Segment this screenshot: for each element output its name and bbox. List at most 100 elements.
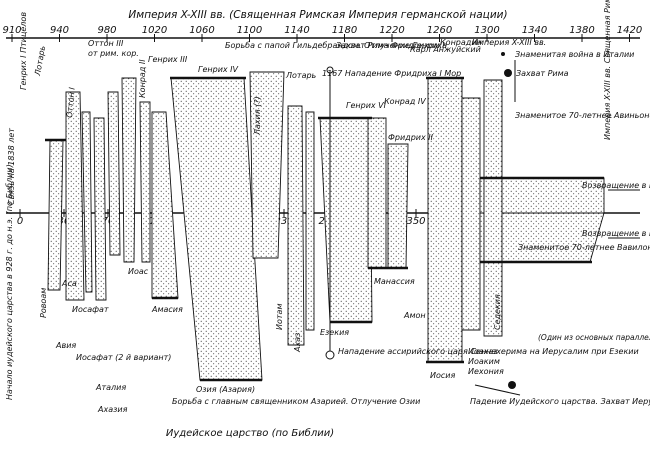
lbl-lotar: Лотарь (33, 45, 47, 78)
lbl-napadenie: 1167 Нападение Фридриха I Мор (322, 69, 461, 78)
lbl-karl: Карл Анжуйский (410, 45, 481, 54)
band-sedekiya (483, 79, 503, 337)
lbl-amasiya: Амасия (151, 305, 183, 314)
reign-bands (47, 71, 605, 381)
top-axis-tick-label: 1300 (474, 25, 499, 36)
top-axis-tick-label: 1380 (569, 25, 594, 36)
lbl-ioakim: Иоаким (468, 357, 500, 366)
top-axis-tick-label: 1260 (427, 25, 452, 36)
band-genrikh4 (170, 77, 263, 381)
top-axis-ticks: 910 940 980 1020 1060 1100 1140 1180 1220 1260 130… (2, 25, 642, 42)
marker-circle-assir (325, 350, 335, 360)
band-genrikh2 (121, 77, 137, 263)
marker-dot-padenie (508, 381, 516, 389)
band-lakhiya (249, 71, 285, 259)
bottom-title: Иудейское царство (по Библии) (166, 427, 334, 439)
lbl-znamen-vavilon: Знаменитое 70-летнее Вавилонское пленени… (518, 243, 650, 252)
lbl-svyaz: Связь на 1838 лет (7, 128, 16, 205)
band-konrad3 (305, 111, 315, 331)
top-axis-tick-label: 910 (2, 25, 21, 36)
band-main-right (427, 77, 463, 363)
lbl-bor-ba: Борьба с папой Гильдебрандом. Отлучение … (225, 41, 447, 50)
top-axis-tick-label: 1340 (522, 25, 547, 36)
top-axis-tick-label: 1220 (379, 25, 404, 36)
band-otton3a (93, 117, 107, 301)
top-axis-tick-label: 1020 (142, 25, 167, 36)
lbl-konrad2: Конрад II (138, 59, 147, 98)
lbl-nachalo: Начало иудейского царства в 928 г. до н.… (5, 164, 14, 400)
lbl-genrikh4: Генрих IV (198, 65, 239, 74)
band-genrikh1 (47, 139, 64, 291)
band-konrad2 (139, 101, 151, 263)
lbl-vozvr-ierus: Возвращение в Иерусалим (582, 229, 650, 238)
lbl-ataliya: Аталия (95, 383, 126, 392)
lbl-padenie: Падение Иудейского царства. Захват Иерус… (470, 397, 650, 406)
top-axis-tick-label: 940 (50, 25, 69, 36)
lbl-manassiya: Манассия (374, 277, 415, 286)
band-otton3b (107, 91, 121, 256)
lbl-sedekiya: Седекия (493, 294, 502, 330)
top-axis-tick-label: 1420 (617, 25, 642, 36)
lbl-iosiya: Иосия (430, 371, 455, 380)
lbl-iekhoniya: Иехония (468, 367, 504, 376)
band-otton1 (65, 91, 85, 301)
lbl-napadenie-assir: Нападение ассирийского царя Сеннахерима … (338, 347, 639, 356)
lbl-ozia: Озия (Азария) (196, 385, 255, 394)
top-axis-tick-label: 1140 (284, 25, 309, 36)
lbl-zakhvat-rima: Захват Рима Фридрихом I (336, 41, 445, 50)
band-small-right (461, 97, 481, 331)
lbl-vozvr-rim: Возвращение в Рим (582, 181, 650, 190)
top-axis-tick-label: 1180 (332, 25, 357, 36)
lbl-otton3-sub: от рим. кор. (88, 49, 139, 58)
lbl-imperiya-right: Империя X-XIII вв. Священная Римская имп… (603, 0, 612, 140)
band-fridrikh1 (319, 117, 373, 323)
lbl-ioakhaz: Иоахаз (468, 347, 498, 356)
arrows (329, 60, 640, 396)
top-axis-tick-label: 1100 (237, 25, 262, 36)
top-labels: Генрих I Птицелов Лотарь Оттон III от ри… (7, 0, 650, 238)
lbl-znamen-voina: Знаменитая война в Италии (515, 50, 634, 59)
marker-dot-war (501, 52, 505, 56)
lbl-ezekiya: Езекия (320, 328, 349, 337)
band-genrikh6 (367, 117, 387, 269)
lbl-iosafat: Иосафат (72, 305, 109, 314)
lbl-avia: Авия (55, 341, 76, 350)
note: (Один из основных параллелизмов) (538, 333, 650, 342)
middle-axis-tick-label: 350 (406, 216, 425, 227)
top-axis-tick-label: 980 (97, 25, 116, 36)
lbl-akhaz: Ахаз (293, 333, 302, 353)
lbl-konradin: Конрадин (440, 38, 482, 47)
lbl-ioas: Иоас (128, 267, 149, 276)
middle-axis-tick-label: 0 (17, 216, 23, 227)
lbl-lotar2: Лотарь (285, 71, 317, 80)
lbl-akhaziya: Ахазия (97, 405, 128, 414)
band-otton2 (81, 111, 93, 293)
middle-axis-tick-label: 70 (102, 216, 115, 227)
lbl-genrikh3: Генрих III (148, 55, 188, 64)
lbl-otton3: Оттон III (88, 39, 124, 48)
band-genrikh3 (151, 111, 179, 299)
bottom-labels: Начало иудейского царства в 928 г. до н.… (5, 164, 650, 414)
lbl-iotam: Иотам (275, 304, 284, 330)
band-lotar (287, 105, 305, 346)
band-fridrikh2 (387, 143, 409, 269)
marker-dot-rim2 (504, 69, 512, 77)
lbl-genrikh6: Генрих VI (346, 101, 387, 110)
marker-circle-rim (326, 66, 334, 74)
lbl-genrikh1: Генрих I Птицелов (19, 12, 28, 90)
lbl-zakhvat-rima2: Захват Рима (516, 69, 569, 78)
lbl-rekhovoam: Ровоам (39, 288, 48, 318)
lbl-iosafat2: Иосафат (2 й вариант) (76, 353, 171, 362)
lbl-amon: Амон (403, 311, 426, 320)
top-axis-tick-label: 1060 (189, 25, 214, 36)
lbl-znamenitoe: Знаменитое 70-летнее Авиньонское пленени… (515, 111, 650, 120)
lbl-konrad4: Конрад IV (384, 97, 426, 106)
middle-axis-tick-label: 230 (274, 216, 293, 227)
lbl-otton1: Оттон I (65, 86, 77, 118)
lbl-fridrikh2: Фридрих II (388, 133, 434, 142)
lbl-bor-ba2: Борьба с главным священником Азарией. От… (172, 397, 420, 406)
lbl-lakhiya: Лахия (?) (253, 96, 262, 136)
lbl-asa: Аса (61, 279, 77, 288)
